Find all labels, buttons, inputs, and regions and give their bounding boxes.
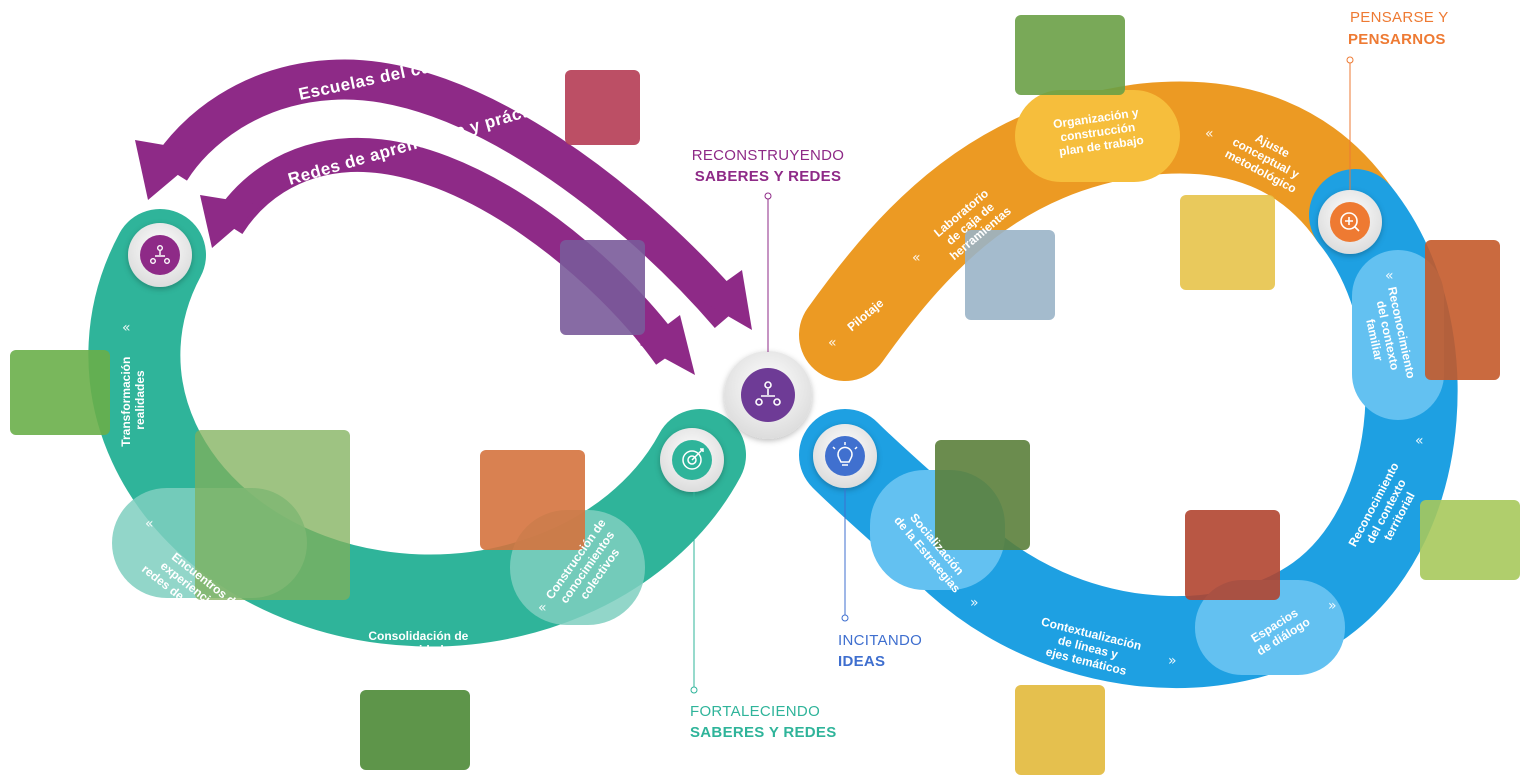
illustration-friends-sitting bbox=[360, 690, 470, 770]
chevron-icon: « bbox=[538, 600, 547, 616]
illustration-children-celebrating bbox=[480, 450, 585, 550]
illustration-dialogue-circle bbox=[1185, 510, 1280, 600]
network-people-icon bbox=[755, 381, 781, 406]
chevron-icon: « bbox=[1205, 126, 1214, 142]
illustration-teacher-student bbox=[965, 230, 1055, 320]
left-bottom-disc bbox=[660, 428, 724, 492]
target-icon bbox=[682, 448, 704, 470]
chevron-icon: » bbox=[970, 595, 979, 611]
step-consolidacion: Consolidación de comunidades de aprendiz… bbox=[368, 629, 471, 671]
illustrations bbox=[10, 15, 1520, 775]
familiar-pill bbox=[1352, 250, 1444, 420]
arrow-head-center-upper bbox=[700, 270, 752, 330]
chevron-icon: » bbox=[1168, 653, 1177, 669]
espacios-pill bbox=[1195, 580, 1345, 675]
hub-disc bbox=[724, 351, 812, 439]
illustration-children-playing-right bbox=[1420, 500, 1520, 580]
step-transformacion: Transformación realidades bbox=[119, 353, 147, 446]
arrow-head-mid-left bbox=[200, 195, 262, 248]
stage-incitando-line1: INCITANDO bbox=[838, 632, 922, 649]
arrow-head-center-lower bbox=[640, 315, 695, 375]
direction-chevrons: « « « « « » » » « « « « bbox=[122, 126, 1424, 669]
illustration-three-children bbox=[10, 350, 110, 435]
stage-incitando: INCITANDO IDEAS bbox=[838, 488, 922, 670]
illustration-children-studying bbox=[1180, 195, 1275, 290]
left-top-disc bbox=[128, 223, 192, 287]
stage-reconstruyendo-line1: RECONSTRUYENDO bbox=[692, 147, 845, 164]
lightbulb-icon bbox=[832, 442, 858, 466]
chevron-icon: « bbox=[1415, 433, 1424, 449]
stage-pensarse-line2: PENSARNOS bbox=[1348, 31, 1446, 48]
right-loop bbox=[799, 81, 1458, 688]
right-top-disc bbox=[1318, 190, 1382, 254]
chevron-icon: « bbox=[145, 516, 154, 532]
chevron-icon: « bbox=[828, 335, 837, 351]
illustration-garden-scene bbox=[195, 430, 350, 600]
stage-pensarse-line1: PENSARSE Y bbox=[1350, 9, 1449, 26]
stage-pensarse: PENSARSE Y PENSARNOS bbox=[1346, 9, 1449, 190]
chevron-icon: « bbox=[1385, 268, 1394, 284]
stage-reconstruyendo-line2: SABERES Y REDES bbox=[695, 168, 842, 185]
chevron-icon: « bbox=[122, 320, 131, 336]
chevron-icon: « bbox=[912, 250, 921, 266]
stage-fortaleciendo-line1: FORTALECIENDO bbox=[690, 703, 820, 720]
search-plus-icon bbox=[1340, 212, 1360, 232]
stage-fortaleciendo: FORTALECIENDO SABERES Y REDES bbox=[690, 492, 837, 741]
arrow-head-top-left bbox=[135, 140, 205, 200]
network-people-icon bbox=[149, 244, 170, 265]
illustration-family-reading bbox=[565, 70, 640, 145]
stage-reconstruyendo: RECONSTRUYENDO SABERES Y REDES bbox=[692, 147, 845, 352]
organizacion-pill bbox=[1015, 90, 1180, 182]
stage-incitando-line2: IDEAS bbox=[838, 653, 885, 670]
chevron-icon: » bbox=[1328, 598, 1337, 614]
illustration-city-learning bbox=[560, 240, 645, 335]
illustration-community-group bbox=[935, 440, 1030, 550]
illustration-boy-laptop bbox=[1015, 685, 1105, 775]
illustration-classroom bbox=[1015, 15, 1125, 95]
illustration-crowd-right bbox=[1425, 240, 1500, 380]
chevron-icon: « bbox=[328, 648, 337, 664]
stage-fortaleciendo-line2: SABERES Y REDES bbox=[690, 724, 837, 741]
right-bottom-disc bbox=[813, 424, 877, 488]
